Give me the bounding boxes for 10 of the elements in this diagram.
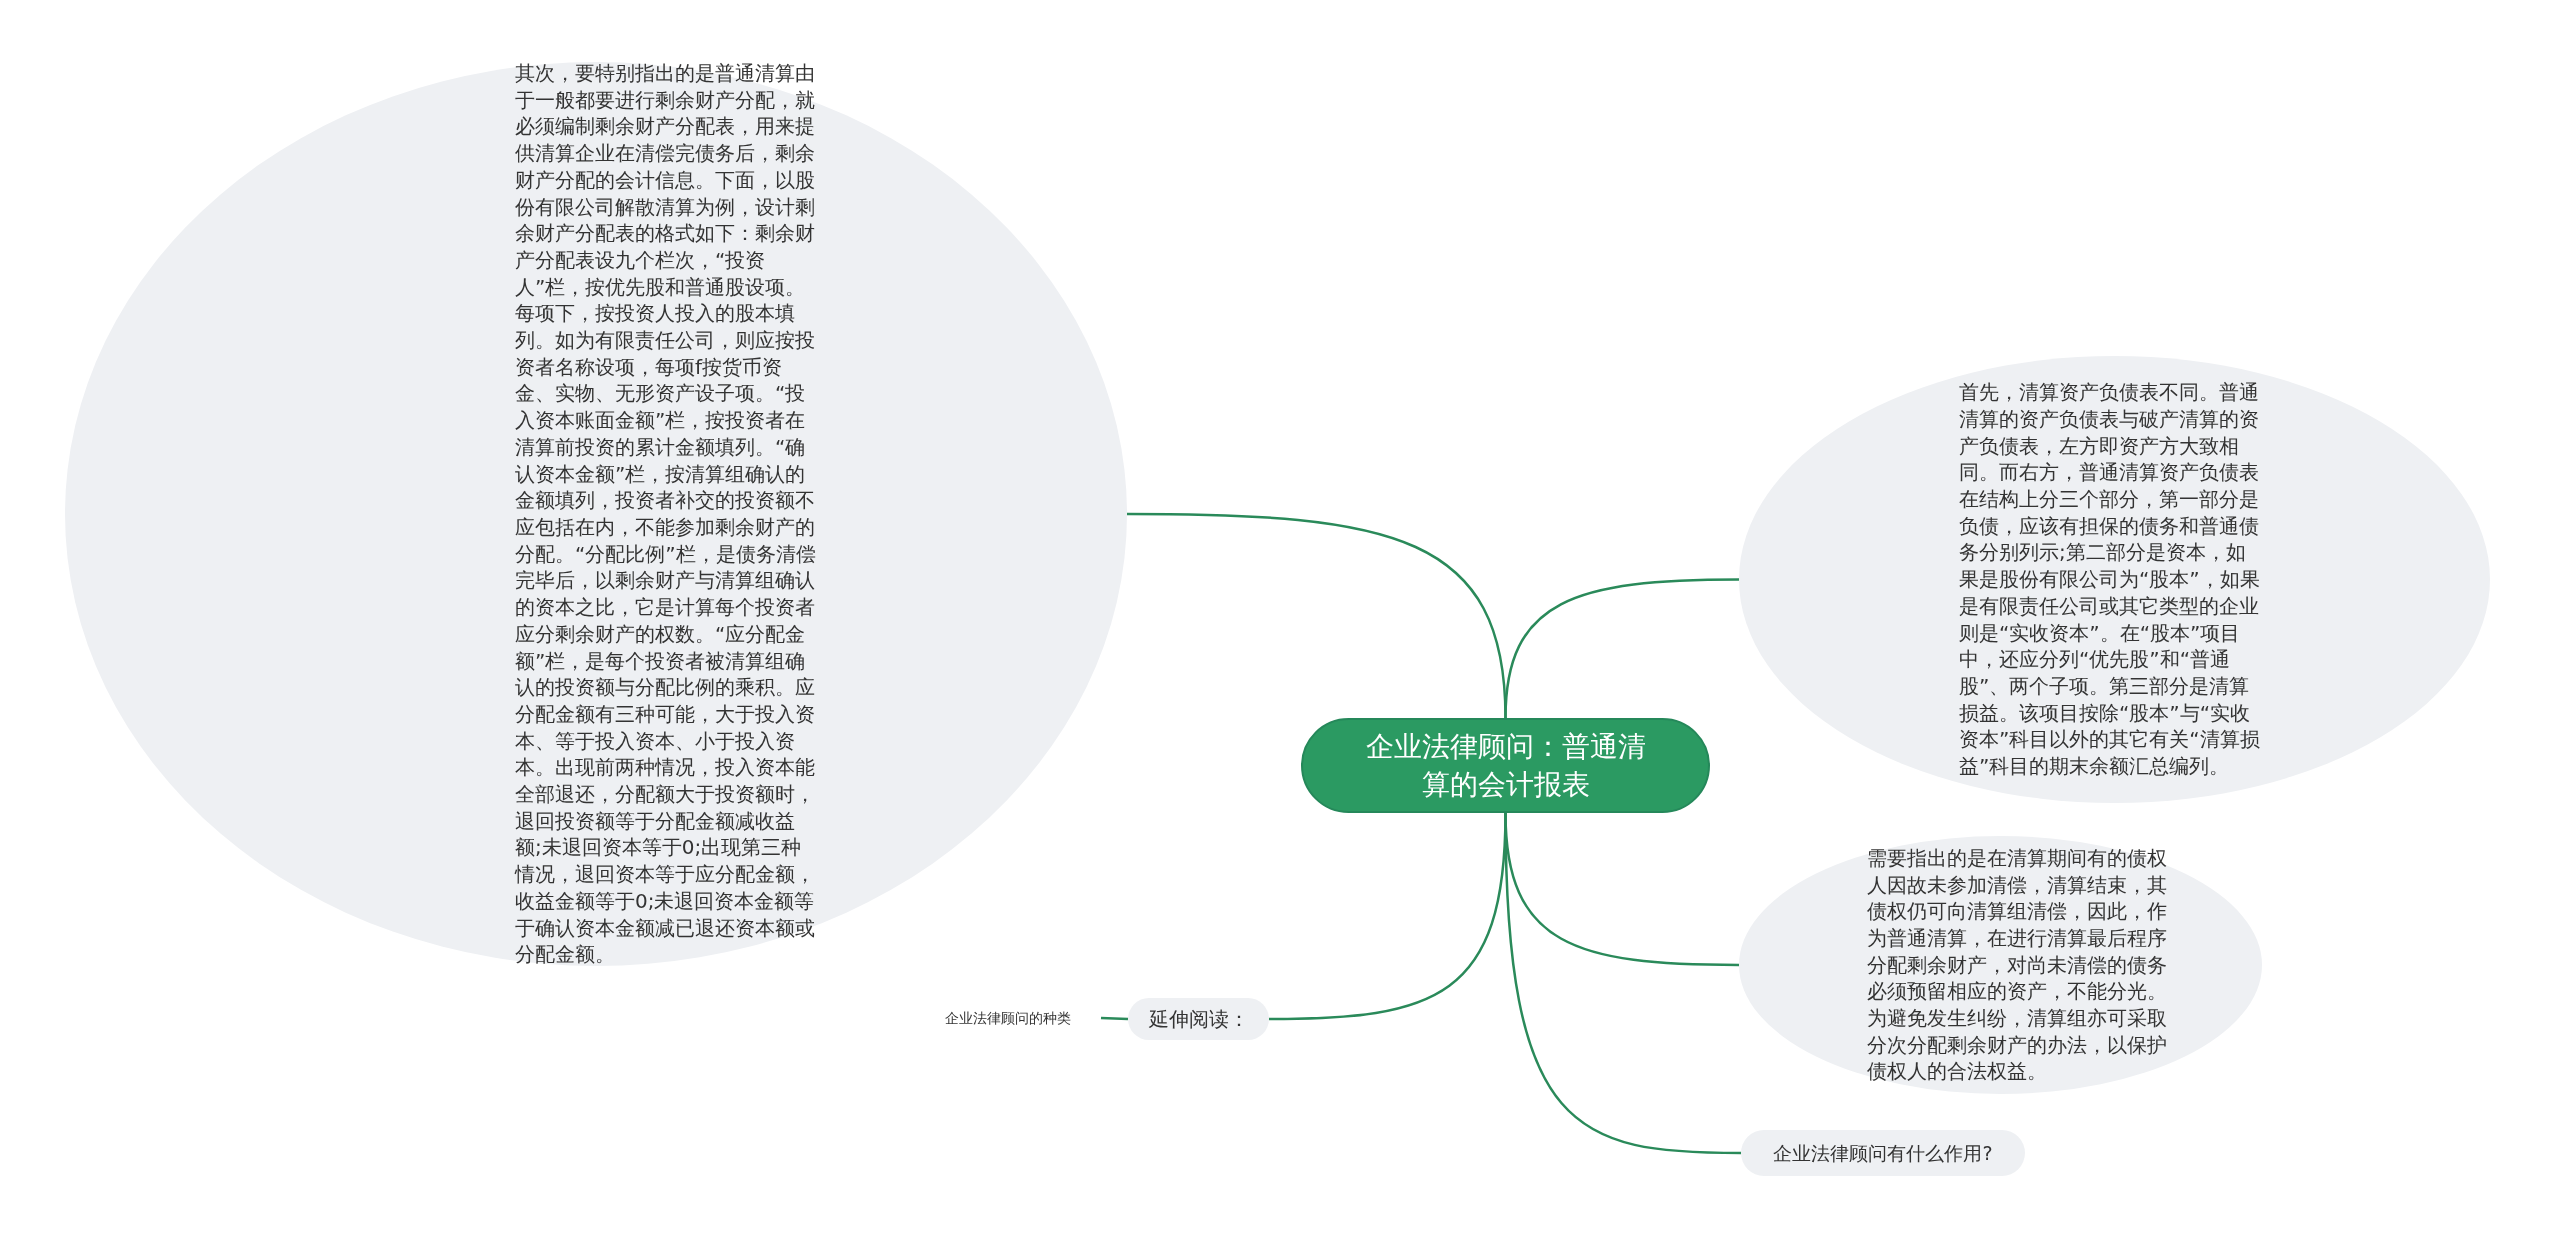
connector-line xyxy=(1100,1016,1129,1021)
text-bubble: 首先，清算资产负债表不同。普通清算的资产负债表与破产清算的资产负债表，左方即资产方大致相同。而右方，普通清算资产负债表在结构上分三个部分，第一部分是负债，应该有担保的债务和普通债务分别列示;第二部分是资本，如果是股份有限公司为“股本”，如果是有限责任公司或其它类型的企业则是“实收资本”。在“股本”项目中，还应分列“优先股”和“普通股”、两个子项。第三部分是清算损益。该项目按除“股本”与“实收资本”科目以外的其它有关“清算损益”科目的期末余额汇总编列。 xyxy=(1739,356,2490,803)
connector-line xyxy=(1504,578,1739,719)
topic-pill: 延伸阅读： xyxy=(1128,998,1269,1040)
connector-line xyxy=(1504,812,1741,1155)
topic-pill: 企业法律顾问有什么作用? xyxy=(1741,1130,2025,1176)
topic-box: 企业法律顾问：普通清算的会计报表 xyxy=(1301,718,1710,813)
text-bubble: 需要指出的是在清算期间有的债权人因故未参加清偿，清算结束，其债权仍可向清算组清偿，因此，作为普通清算，在进行清算最后程序分配剩余财产，对尚未清偿的债务必须预留相应的资产，不能分光。为避免发生纠纷，清算组亦可采取分次分配剩余财产的办法，以保护债权人的合法权益。 xyxy=(1739,836,2262,1094)
link-text: 企业法律顾问的种类 xyxy=(945,1005,1095,1031)
text-bubble: 其次，要特别指出的是普通清算由于一般都要进行剩余财产分配，就必须编制剩余财产分配表，用来提供清算企业在清偿完债务后，剩余财产分配的会计信息。下面，以股份有限公司解散清算为例，设计剩余财产分配表的格式如下：剩余财产分配表设九个栏次，“投资人”栏，按优先股和普通股设项。每项下，按投资人投入的股本填列。如为有限责任公司，则应按投资者名称设项，每项f按货币资金、实物、无形资产设子项。“投入资本账面金额”栏，按投资者在清算前投资的累计金额填列。“确认资本金额”栏，按清算组确认的金额填列，投资者补交的投资额不应包括在内，不能参加剩余财产的分配。“分配比例”栏，是债务清偿完毕后，以剩余财产与清算组确认的资本之比，它是计算每个投资者应分剩余财产的权数。“应分配金额”栏，是每个投资者被清算组确认的投资额与分配比例的乘积。应分配金额有三种可能，大于投入资本、等于投入资本、小于投入资本。出现前两种情况，投入资本能全部退还，分配额大于投资额时，退回投资额等于分配金额减收益额;未退回资本等于0;出现第三种情况，退回资本等于应分配金额，收益金额等于0;未退回资本金额等于确认资本金额减已退还资本额或分配金额。 xyxy=(65,62,1127,966)
